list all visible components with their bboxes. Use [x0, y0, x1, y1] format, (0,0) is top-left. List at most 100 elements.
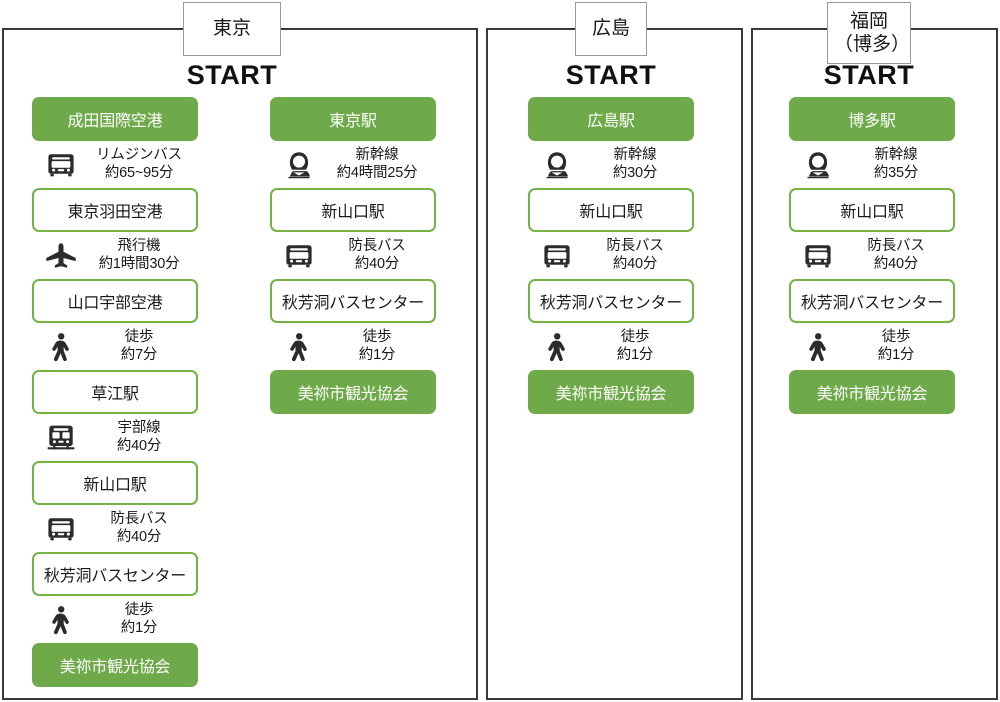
route-node-stop[interactable]: 東京羽田空港 — [32, 188, 198, 232]
bus-icon — [540, 239, 574, 273]
origin-tab-line: 東京 — [213, 17, 251, 40]
route-leg: 防長バス約40分 — [789, 232, 955, 279]
route-node-stop[interactable]: 山口宇部空港 — [32, 279, 198, 323]
route-leg-text: 防長バス約40分 — [574, 238, 694, 273]
route-node-stop[interactable]: 秋芳洞バスセンター — [32, 552, 198, 596]
train-icon — [44, 421, 78, 455]
route-node-label: 美祢市観光協会 — [556, 380, 667, 404]
origin-tab-line: 広島 — [592, 17, 630, 40]
route-node-label: 博多駅 — [848, 107, 895, 131]
route-leg-text: 飛行機約1時間30分 — [78, 238, 198, 273]
route-leg-duration: 約35分 — [837, 165, 955, 183]
origin-tab-line: （博多） — [834, 33, 904, 56]
route-node-stop[interactable]: 新山口駅 — [32, 461, 198, 505]
route-node-terminus[interactable]: 美祢市観光協会 — [528, 370, 694, 414]
route-node-label: 新山口駅 — [321, 198, 384, 222]
route-leg-mode: 飛行機 — [80, 238, 198, 256]
route-leg: 徒歩約7分 — [32, 323, 198, 370]
origin-tab-fukuoka: 福岡（博多） — [827, 2, 911, 64]
route-node-stop[interactable]: 新山口駅 — [528, 188, 694, 232]
route-leg-text: リムジンバス約65~95分 — [78, 147, 198, 182]
bus-icon — [44, 512, 78, 546]
route-node-stop[interactable]: 新山口駅 — [789, 188, 955, 232]
route-node-stop[interactable]: 秋芳洞バスセンター — [528, 279, 694, 323]
route-fukuoka: 博多駅 新幹線約35分新山口駅 防長バス約40分秋芳洞バスセンター 徒歩約1分美… — [789, 97, 955, 414]
route-leg-text: 宇部線約40分 — [78, 420, 198, 455]
route-leg-mode: 防長バス — [576, 238, 694, 256]
route-leg-text: 新幹線約35分 — [835, 147, 955, 182]
route-node-label: 東京羽田空港 — [68, 198, 163, 222]
route-node-label: 広島駅 — [587, 107, 634, 131]
bus-icon — [44, 148, 78, 182]
route-node-stop[interactable]: 新山口駅 — [270, 188, 436, 232]
origin-tab-tokyo: 東京 — [183, 2, 281, 56]
route-leg: 防長バス約40分 — [270, 232, 436, 279]
origin-tab-text: 福岡（博多） — [834, 10, 904, 56]
walk-icon — [44, 603, 78, 637]
route-leg-mode: 徒歩 — [576, 329, 694, 347]
route-leg: 徒歩約1分 — [789, 323, 955, 370]
route-node-label: 秋芳洞バスセンター — [282, 289, 424, 313]
route-leg: 新幹線約4時間25分 — [270, 141, 436, 188]
route-leg-text: 新幹線約4時間25分 — [316, 147, 436, 182]
route-leg-text: 徒歩約1分 — [574, 329, 694, 364]
route-leg: 防長バス約40分 — [528, 232, 694, 279]
route-leg-text: 防長バス約40分 — [78, 511, 198, 546]
route-leg-mode: 徒歩 — [318, 329, 436, 347]
route-leg-duration: 約7分 — [80, 347, 198, 365]
start-label-fukuoka: START — [799, 60, 939, 91]
route-node-stop[interactable]: 秋芳洞バスセンター — [789, 279, 955, 323]
route-leg-text: 防長バス約40分 — [835, 238, 955, 273]
route-node-label: 草江駅 — [91, 380, 138, 404]
route-leg-duration: 約1分 — [576, 347, 694, 365]
route-leg-text: 防長バス約40分 — [316, 238, 436, 273]
route-node-stop[interactable]: 草江駅 — [32, 370, 198, 414]
route-leg-duration: 約1分 — [80, 620, 198, 638]
route-leg-text: 徒歩約1分 — [316, 329, 436, 364]
walk-icon — [540, 330, 574, 364]
route-leg: 宇部線約40分 — [32, 414, 198, 461]
route-node-label: 美祢市観光協会 — [60, 653, 171, 677]
airplane-icon — [44, 239, 78, 273]
route-leg: 徒歩約1分 — [32, 596, 198, 643]
route-leg-mode: 新幹線 — [576, 147, 694, 165]
route-node-label: 美祢市観光協会 — [298, 380, 409, 404]
route-leg-duration: 約4時間25分 — [318, 165, 436, 183]
route-node-label: 新山口駅 — [579, 198, 642, 222]
route-node-terminus[interactable]: 美祢市観光協会 — [32, 643, 198, 687]
route-node-terminus[interactable]: 東京駅 — [270, 97, 436, 141]
route-node-label: 秋芳洞バスセンター — [540, 289, 682, 313]
shinkansen-icon — [540, 148, 574, 182]
start-label-tokyo: START — [162, 60, 302, 91]
route-leg: 新幹線約35分 — [789, 141, 955, 188]
route-node-terminus[interactable]: 美祢市観光協会 — [789, 370, 955, 414]
route-leg: 新幹線約30分 — [528, 141, 694, 188]
route-node-label: 新山口駅 — [840, 198, 903, 222]
route-leg-mode: 防長バス — [837, 238, 955, 256]
route-node-terminus[interactable]: 広島駅 — [528, 97, 694, 141]
route-node-stop[interactable]: 秋芳洞バスセンター — [270, 279, 436, 323]
route-leg-duration: 約1分 — [318, 347, 436, 365]
route-node-label: 成田国際空港 — [68, 107, 163, 131]
route-leg-duration: 約1分 — [837, 347, 955, 365]
route-node-terminus[interactable]: 成田国際空港 — [32, 97, 198, 141]
route-leg: 徒歩約1分 — [528, 323, 694, 370]
route-node-terminus[interactable]: 美祢市観光協会 — [270, 370, 436, 414]
route-leg-duration: 約40分 — [576, 256, 694, 274]
origin-tab-line: 福岡 — [834, 10, 904, 33]
route-leg-duration: 約30分 — [576, 165, 694, 183]
route-leg-duration: 約40分 — [80, 438, 198, 456]
route-node-label: 新山口駅 — [83, 471, 146, 495]
route-node-label: 秋芳洞バスセンター — [44, 562, 186, 586]
route-node-terminus[interactable]: 博多駅 — [789, 97, 955, 141]
route-node-label: 東京駅 — [329, 107, 376, 131]
route-leg-duration: 約40分 — [80, 529, 198, 547]
route-leg-mode: 新幹線 — [318, 147, 436, 165]
shinkansen-icon — [801, 148, 835, 182]
route-node-label: 山口宇部空港 — [68, 289, 163, 313]
route-leg-mode: 宇部線 — [80, 420, 198, 438]
bus-icon — [282, 239, 316, 273]
route-leg: 飛行機約1時間30分 — [32, 232, 198, 279]
route-leg-text: 徒歩約7分 — [78, 329, 198, 364]
route-leg-mode: 徒歩 — [837, 329, 955, 347]
